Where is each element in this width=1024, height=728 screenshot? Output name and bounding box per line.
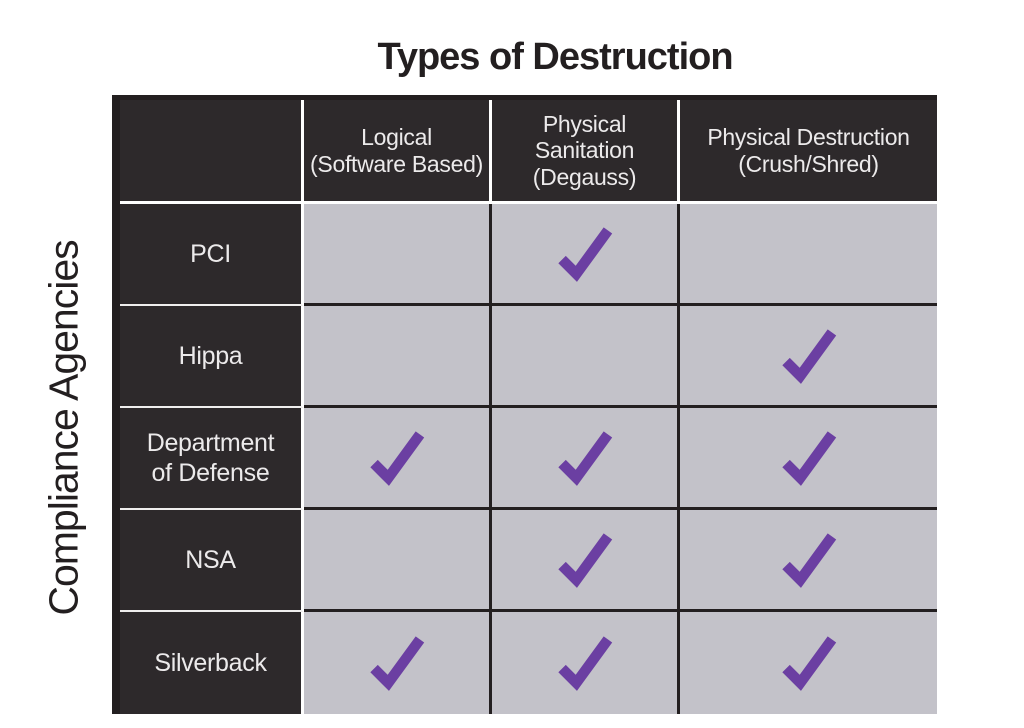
row-header-silverback: Silverback — [120, 612, 304, 714]
check-icon — [781, 532, 836, 588]
cell-pci-physical-destruction — [680, 204, 937, 306]
row-header-department-of-defense: Department of Defense — [120, 408, 304, 510]
compliance-matrix-table: Logical (Software Based) Physical Sanita… — [112, 95, 937, 714]
cell-silverback-logical — [304, 612, 492, 714]
cell-dod-physical-sanitation — [492, 408, 680, 510]
cell-dod-logical — [304, 408, 492, 510]
column-header-line: (Degauss) — [532, 163, 637, 190]
row-header-nsa: NSA — [120, 510, 304, 612]
check-icon — [369, 430, 424, 486]
cell-hippa-logical — [304, 306, 492, 408]
cell-hippa-physical-sanitation — [492, 306, 680, 408]
check-icon — [557, 226, 612, 282]
column-header-line: (Crush/Shred) — [738, 150, 879, 177]
check-icon — [369, 636, 424, 691]
column-header-line: Physical Sanitation — [534, 110, 635, 164]
row-header-hippa: Hippa — [120, 306, 304, 408]
row-header-pci: PCI — [120, 204, 304, 306]
column-header-line: (Software Based) — [310, 150, 483, 177]
cell-silverback-physical-sanitation — [492, 612, 680, 714]
column-header-physical-destruction: Physical Destruction (Crush/Shred) — [680, 100, 937, 204]
column-header-physical-sanitation: Physical Sanitation (Degauss) — [492, 100, 680, 204]
check-icon — [781, 430, 836, 486]
row-axis-label: Compliance Agencies — [40, 240, 87, 616]
cell-hippa-physical-destruction — [680, 306, 937, 408]
check-icon — [781, 636, 836, 691]
column-header-line: Logical — [361, 124, 432, 151]
check-icon — [781, 328, 836, 384]
column-header-line: Physical Destruction — [707, 124, 910, 151]
column-header-logical: Logical (Software Based) — [304, 100, 492, 204]
chart-title: Types of Destruction — [377, 36, 733, 78]
cell-silverback-physical-destruction — [680, 612, 937, 714]
cell-nsa-physical-destruction — [680, 510, 937, 612]
cell-nsa-physical-sanitation — [492, 510, 680, 612]
check-icon — [557, 430, 612, 486]
cell-pci-logical — [304, 204, 492, 306]
check-icon — [557, 636, 612, 691]
cell-pci-physical-sanitation — [492, 204, 680, 306]
cell-nsa-logical — [304, 510, 492, 612]
check-icon — [557, 532, 612, 588]
corner-cell — [120, 100, 304, 204]
cell-dod-physical-destruction — [680, 408, 937, 510]
